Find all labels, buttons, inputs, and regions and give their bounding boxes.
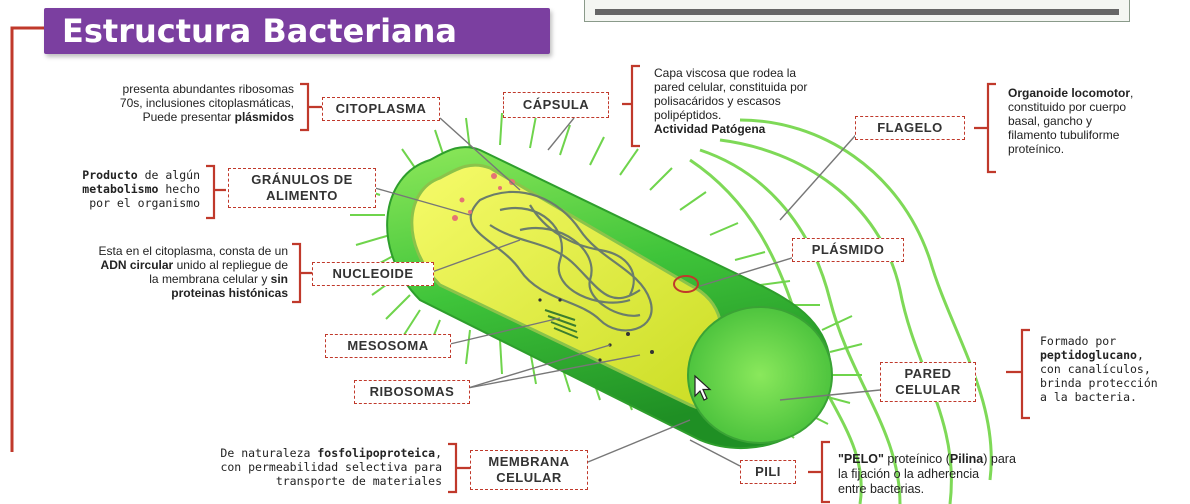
desc-citoplasma-l3b: plásmidos xyxy=(235,110,294,124)
desc-pared-l2: peptidoglucano, xyxy=(1040,348,1188,362)
desc-membrana-l3: transporte de materiales xyxy=(150,474,442,488)
desc-pared-l1: Formado por xyxy=(1040,334,1188,348)
desc-pili: "PELO" proteínico (Pilina) para la fijac… xyxy=(838,452,1088,497)
desc-granulos-l1: Producto de algún xyxy=(40,168,200,182)
desc-citoplasma: presenta abundantes ribosomas 70s, inclu… xyxy=(30,82,294,124)
top-image-frame xyxy=(584,0,1130,22)
desc-capsula-l3: polisacáridos y escasos xyxy=(654,94,874,108)
label-ribosomas: RIBOSOMAS xyxy=(354,380,470,404)
desc-membrana: De naturaleza fosfolipoproteica, con per… xyxy=(150,446,442,488)
desc-nucleoide-l4: proteinas histónicas xyxy=(171,286,288,300)
desc-nucleoide-l3b: sin xyxy=(271,272,288,286)
desc-granulos-l2: metabolismo hecho xyxy=(40,182,200,196)
label-membrana-line2: CELULAR xyxy=(496,470,562,486)
desc-pili-l2: la fijación o la adherencia xyxy=(838,467,1088,482)
desc-pared-l2a: peptidoglucano xyxy=(1040,348,1137,362)
desc-pared-l3: con canalículos, xyxy=(1040,362,1188,376)
label-granulos: GRÁNULOS DE ALIMENTO xyxy=(228,168,376,208)
desc-flagelo-l1a: Organoide locomotor xyxy=(1008,86,1130,100)
desc-flagelo: Organoide locomotor, constituido por cue… xyxy=(1008,86,1188,156)
desc-capsula-l2: pared celular, constituida por xyxy=(654,80,874,94)
desc-pili-l1c: Pilina xyxy=(950,452,983,466)
desc-membrana-l1a: De naturaleza xyxy=(220,446,317,460)
desc-citoplasma-l2: 70s, inclusiones citoplasmáticas, xyxy=(30,96,294,110)
desc-flagelo-l1: Organoide locomotor, xyxy=(1008,86,1188,100)
desc-pared: Formado por peptidoglucano, con canalícu… xyxy=(1040,334,1188,404)
desc-flagelo-l1b: , xyxy=(1130,86,1133,100)
label-pared-celular: PARED CELULAR xyxy=(880,362,976,402)
desc-membrana-l2: con permeabilidad selectiva para xyxy=(150,460,442,474)
label-citoplasma: CITOPLASMA xyxy=(322,97,440,121)
desc-membrana-l1c: , xyxy=(435,446,442,460)
desc-pili-l1d: ) para xyxy=(983,452,1016,466)
label-granulos-line2: ALIMENTO xyxy=(266,188,338,204)
desc-nucleoide-l1: Esta en el citoplasma, consta de un xyxy=(2,244,288,258)
label-membrana-celular: MEMBRANA CELULAR xyxy=(470,450,588,490)
desc-flagelo-l4: filamento tubuliforme xyxy=(1008,128,1188,142)
desc-pared-l2b: , xyxy=(1137,348,1144,362)
label-capsula: CÁPSULA xyxy=(503,92,609,118)
desc-nucleoide-l2b: unido al repliegue de xyxy=(173,258,288,272)
desc-citoplasma-l3a: Puede presentar xyxy=(143,110,235,124)
desc-capsula-l1: Capa viscosa que rodea la xyxy=(654,66,874,80)
desc-flagelo-l5: proteínico. xyxy=(1008,142,1188,156)
desc-pili-l1a: "PELO" xyxy=(838,452,884,466)
desc-granulos-l2a: metabolismo xyxy=(82,182,158,196)
label-plasmido: PLÁSMIDO xyxy=(792,238,904,262)
desc-granulos-l2b: hecho xyxy=(158,182,200,196)
label-pared-line1: PARED xyxy=(904,366,951,382)
label-granulos-line1: GRÁNULOS DE xyxy=(251,172,353,188)
desc-capsula-l4: polipéptidos. xyxy=(654,108,874,122)
page-title: Estructura Bacteriana xyxy=(44,8,550,54)
label-pared-line2: CELULAR xyxy=(895,382,961,398)
desc-nucleoide-l2a: ADN circular xyxy=(101,258,174,272)
desc-pared-l5: a la bacteria. xyxy=(1040,390,1188,404)
desc-flagelo-l2: constituido por cuerpo xyxy=(1008,100,1188,114)
label-membrana-line1: MEMBRANA xyxy=(488,454,569,470)
desc-nucleoide-l3: la membrana celular y sin xyxy=(2,272,288,286)
desc-membrana-l1: De naturaleza fosfolipoproteica, xyxy=(150,446,442,460)
desc-nucleoide-l2: ADN circular unido al repliegue de xyxy=(2,258,288,272)
desc-nucleoide: Esta en el citoplasma, consta de un ADN … xyxy=(2,244,288,300)
desc-pared-l4: brinda protección xyxy=(1040,376,1188,390)
desc-granulos-l3: por el organismo xyxy=(40,196,200,210)
desc-citoplasma-l3: Puede presentar plásmidos xyxy=(30,110,294,124)
label-nucleoide: NUCLEOIDE xyxy=(312,262,434,286)
desc-citoplasma-l1: presenta abundantes ribosomas xyxy=(30,82,294,96)
label-mesosoma: MESOSOMA xyxy=(325,334,451,358)
desc-capsula: Capa viscosa que rodea la pared celular,… xyxy=(654,66,874,136)
desc-granulos: Producto de algún metabolismo hecho por … xyxy=(40,168,200,210)
desc-membrana-l1b: fosfolipoproteica xyxy=(317,446,435,460)
desc-capsula-l5: Actividad Patógena xyxy=(654,122,765,136)
desc-pili-l1: "PELO" proteínico (Pilina) para xyxy=(838,452,1088,467)
desc-flagelo-l3: basal, gancho y xyxy=(1008,114,1188,128)
desc-granulos-l1a: Producto xyxy=(82,168,137,182)
label-pili: PILI xyxy=(740,460,796,484)
desc-pili-l1b: proteínico ( xyxy=(884,452,950,466)
desc-pili-l3: entre bacterias. xyxy=(838,482,1088,497)
desc-nucleoide-l3a: la membrana celular y xyxy=(149,272,270,286)
desc-granulos-l1b: de algún xyxy=(138,168,200,182)
